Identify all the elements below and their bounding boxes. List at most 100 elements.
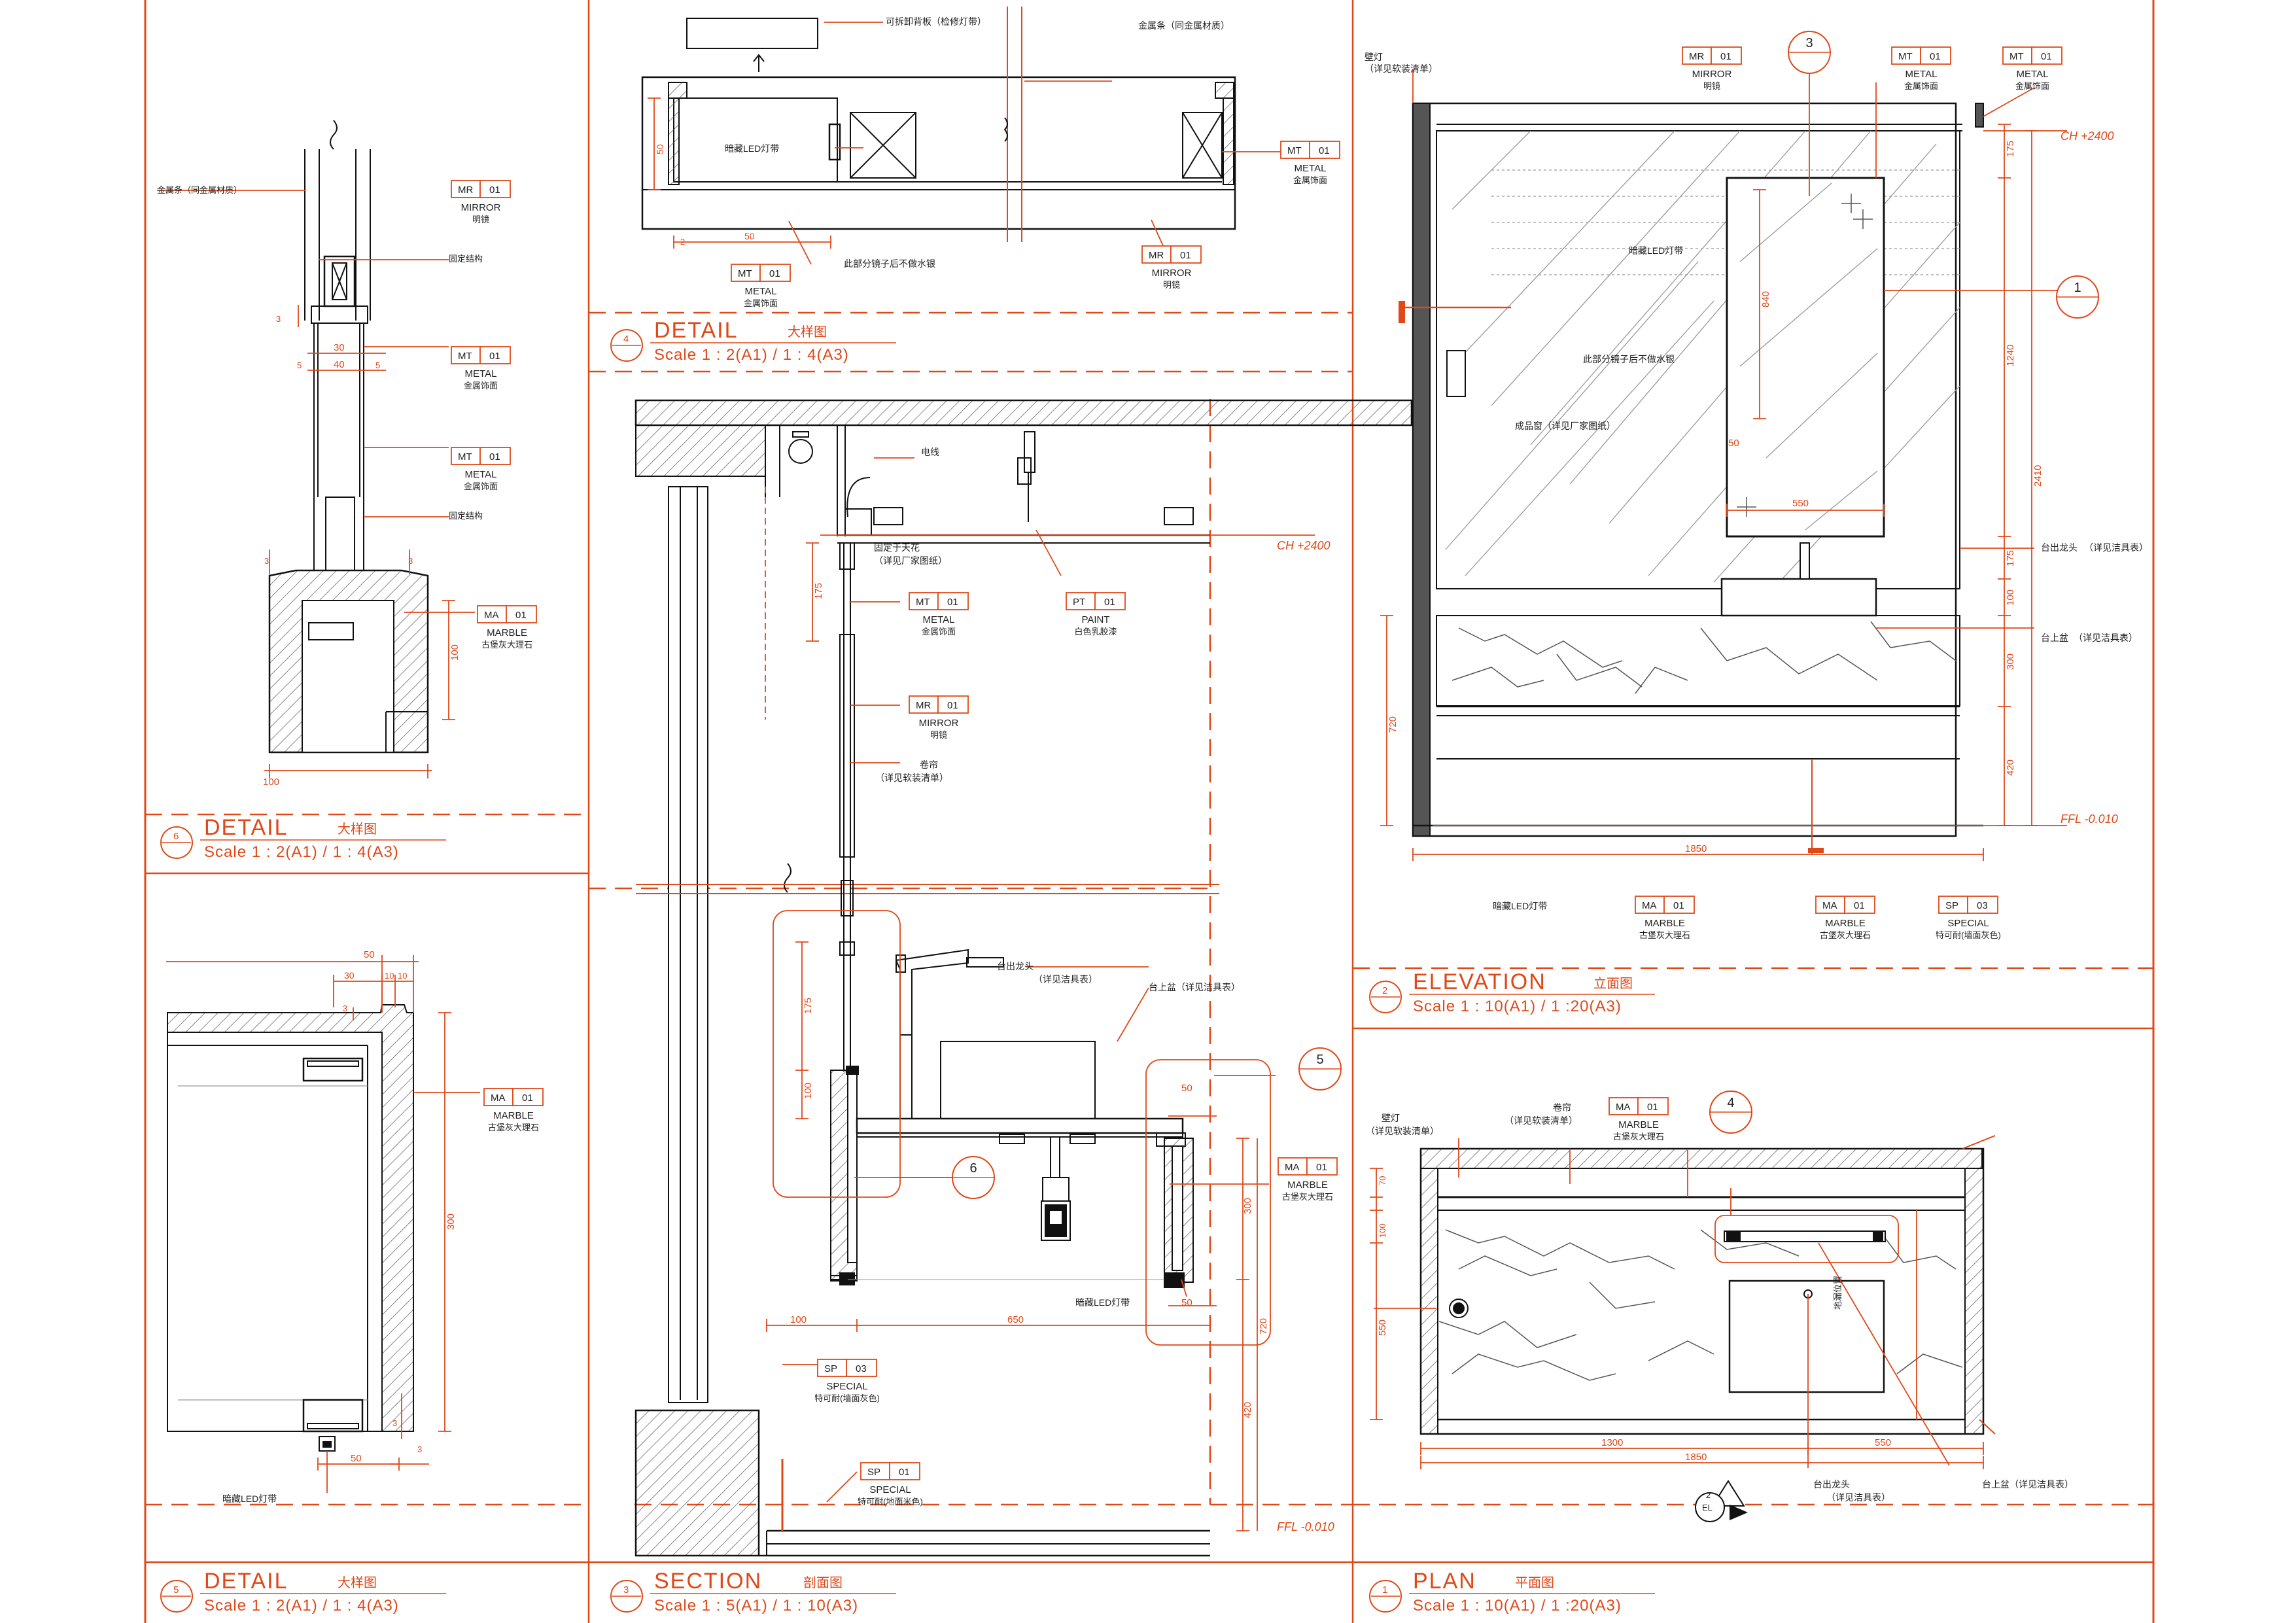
note-see-soft-plan: （详见软装清单） — [1366, 1126, 1439, 1136]
title-number: 3 — [623, 1584, 629, 1596]
note-faucet-sec: 台出龙头 — [997, 961, 1034, 971]
tag-number: 01 — [522, 1092, 533, 1104]
title-name: DETAIL — [654, 318, 739, 343]
tag-name: METAL — [2017, 69, 2049, 80]
tag-name: METAL — [1905, 69, 1938, 80]
dim-5b: 5 — [375, 360, 380, 370]
dim-3b: 3 — [264, 556, 269, 566]
dim-50-h: 50 — [744, 231, 755, 241]
tag-cn: 金属饰面 — [1293, 175, 1327, 185]
dim-175-sec2: 175 — [803, 998, 814, 1014]
title-name: PLAN — [1413, 1569, 1476, 1594]
note-metal-strip-4: 金属条（同金属材质） — [1138, 20, 1230, 31]
note-roller-blind: 卷帘 — [920, 759, 938, 770]
note-see-sanitary-el2: （详见洁具表） — [2074, 633, 2138, 643]
title-circle — [610, 329, 643, 362]
note-hidden-led-el2: 暗藏LED灯带 — [1493, 901, 1547, 911]
tag-name: METAL — [745, 286, 777, 297]
tag-name: MARBLE — [1287, 1179, 1328, 1191]
title-cn: 大样图 — [788, 324, 827, 340]
tag-name: MARBLE — [487, 627, 527, 638]
tag-number: 01 — [2041, 51, 2052, 62]
tag-name: METAL — [1295, 163, 1327, 174]
tag-number: 01 — [489, 184, 500, 196]
dim-2a: 2 — [680, 237, 685, 247]
tag-num-box — [1920, 46, 1951, 65]
tag-code-box — [860, 1462, 890, 1480]
tag-code-box — [1280, 141, 1310, 159]
tag-num-box — [889, 1462, 920, 1480]
dim-3-d5c: 3 — [343, 1003, 347, 1013]
dim-300-sec: 300 — [1242, 1198, 1253, 1214]
detail-5-dims — [166, 955, 480, 1493]
title-circle — [1369, 1580, 1402, 1613]
tag-code: SP — [824, 1363, 837, 1374]
dim-50-bot: 50 — [351, 1453, 362, 1464]
elevation-2-drawing — [1399, 102, 1984, 854]
tag-num-box — [1306, 1157, 1338, 1176]
tag-code-box — [1278, 1157, 1308, 1176]
tag-cn: 金属饰面 — [922, 627, 956, 637]
tag-name: MARBLE — [1618, 1119, 1659, 1130]
tag-cn: 金属饰面 — [744, 298, 778, 308]
detail-4-dims — [648, 22, 1282, 265]
note-mirror-split-4: 此部分镜子后不做水银 — [844, 258, 935, 269]
dim-100-el: 100 — [2005, 589, 2016, 606]
detail-4-drawing — [641, 7, 1236, 242]
title-circle — [160, 1580, 193, 1613]
dim-70: 70 — [1378, 1176, 1387, 1185]
note-wire: 电线 — [921, 447, 939, 457]
dim-420-sec: 420 — [1242, 1402, 1253, 1418]
title-scale: Scale 1 : 2(A1) / 1 : 4(A3) — [204, 843, 399, 861]
tag-name: MIRROR — [1152, 268, 1192, 279]
title-circle — [1369, 981, 1402, 1013]
note-see-sanitary-sec: （详见洁具表） — [1034, 974, 1098, 985]
tag-code: MT — [458, 451, 472, 462]
tag-name: MARBLE — [1644, 918, 1685, 929]
sheet-frame — [144, 0, 2155, 1623]
section-3-labels: 电线 固定于天花 （详见厂家图纸） 卷帘 （详见软装清单） 台出龙头 （详见洁具… — [790, 447, 1334, 1533]
tag-code-box — [451, 447, 481, 465]
tag-code: MT — [458, 351, 472, 362]
tag-number: 01 — [947, 700, 958, 711]
note-see-sanitary-plan: （详见洁具表） — [1826, 1492, 1890, 1503]
tag-number: 01 — [769, 268, 780, 279]
dim-1300: 1300 — [1601, 1437, 1623, 1448]
tag-cn: 金属饰面 — [464, 381, 498, 391]
detail-5-drawing — [167, 1004, 414, 1452]
tag-name: METAL — [465, 368, 497, 379]
note-see-soft-sec: （详见软装清单） — [875, 773, 948, 783]
tag-code-box — [483, 1088, 513, 1106]
note-hidden-led-4: 暗藏LED灯带 — [725, 143, 779, 154]
tag-code-box — [1635, 896, 1665, 914]
tag-name: PAINT — [1081, 614, 1109, 625]
tag-code-box — [451, 346, 481, 364]
detail-6-labels: 金属条（同金属材质） 固定结构 固定结构 100 100 30 40 5 5 3… — [157, 185, 483, 788]
tag-cn: 白色乳胶漆 — [1074, 627, 1117, 637]
detail-5-labels: 50 30 10 10 300 50 3 3 3 暗藏LED灯带 — [222, 949, 457, 1504]
tag-cn: 古堡灰大理石 — [1820, 930, 1871, 940]
tag-code: MT — [1898, 51, 1913, 62]
tag-number: 01 — [1854, 900, 1865, 911]
plan-1-drawing — [1419, 1135, 1996, 1435]
tag-cn: 古堡灰大理石 — [1613, 1132, 1664, 1142]
title-cn: 大样图 — [338, 1575, 377, 1590]
tag-num-box — [512, 1088, 544, 1106]
tag-num-box — [1170, 245, 1202, 264]
dim-10-b: 10 — [398, 971, 407, 981]
dim-50-sec-a: 50 — [1181, 1083, 1192, 1094]
